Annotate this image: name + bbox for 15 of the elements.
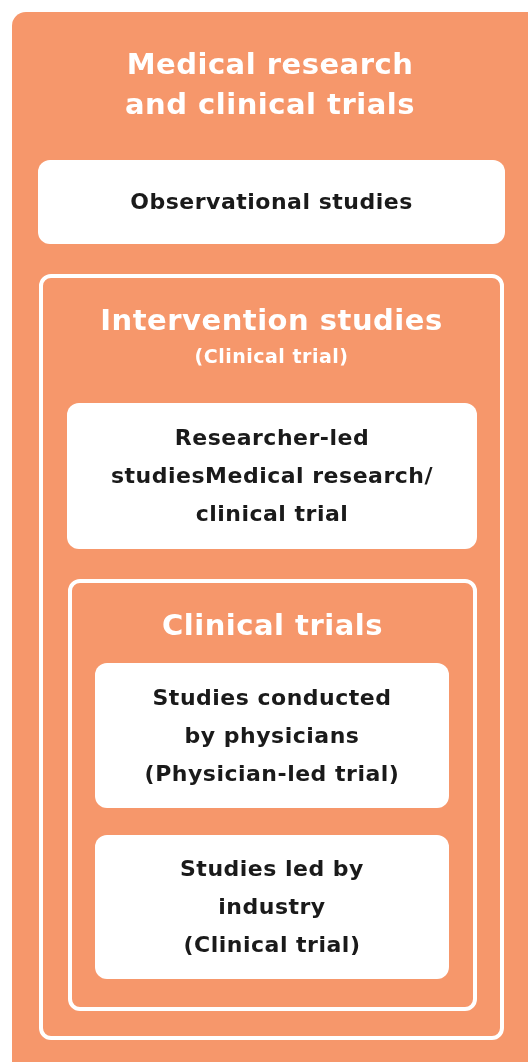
box-label: Observational studies xyxy=(129,188,414,216)
text-box xyxy=(95,663,449,808)
panel-subtitle: (Clinical trial) xyxy=(194,344,349,369)
text-box xyxy=(95,835,449,979)
box-label: Studies conducted by physicians (Physician-led trial) xyxy=(143,683,401,788)
panel-title: Clinical trials xyxy=(162,607,383,644)
group-panel xyxy=(68,579,477,1011)
box-label: Researcher-led studiesMedical research/ clinical trial xyxy=(110,424,434,528)
group-panel xyxy=(39,274,504,1040)
text-box xyxy=(67,403,477,549)
group-panel xyxy=(12,12,528,1062)
panel-title: Medical research and clinical trials xyxy=(124,46,416,123)
text-box xyxy=(38,160,505,244)
box-label: Studies led by industry (Clinical trial) xyxy=(179,855,365,959)
panel-title: Intervention studies xyxy=(100,302,443,339)
